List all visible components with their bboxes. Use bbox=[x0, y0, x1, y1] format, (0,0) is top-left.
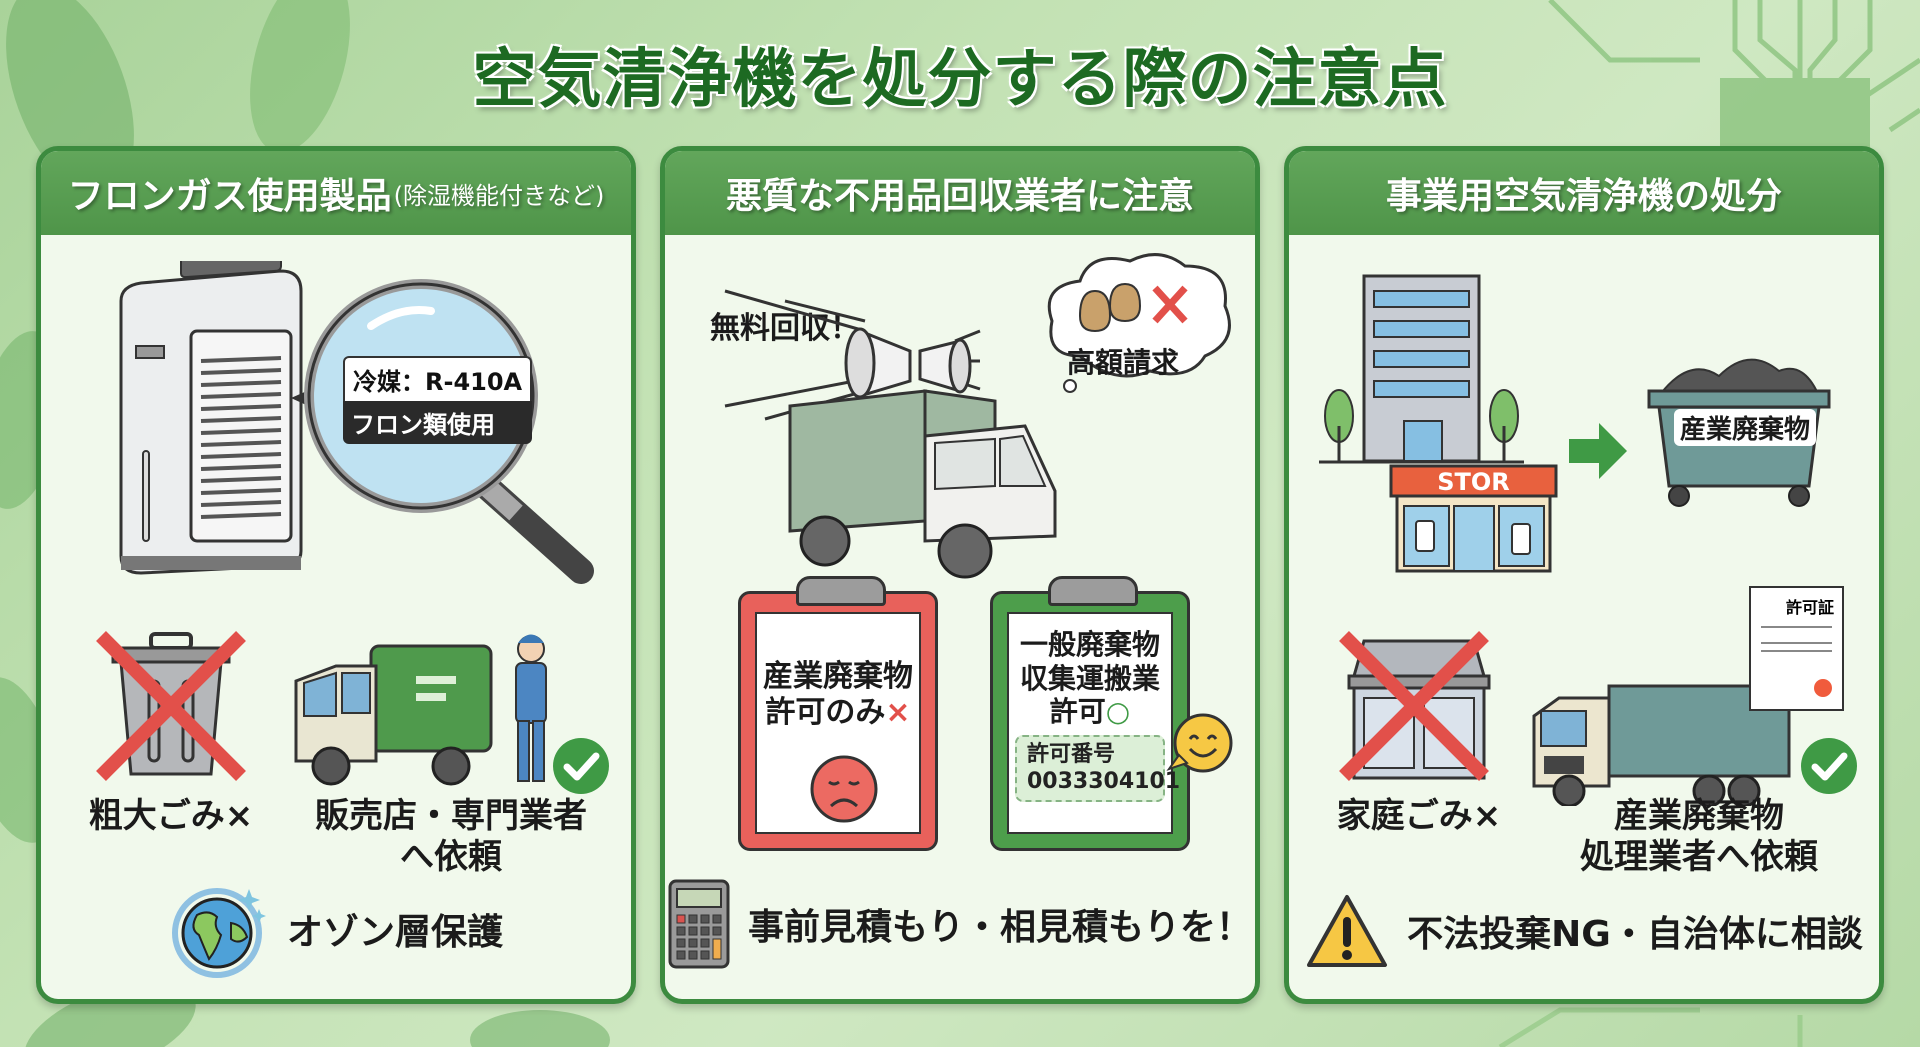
oversized-garbage-ng-label: 粗大ごみ× bbox=[88, 796, 254, 836]
clipboard-clip-icon bbox=[796, 576, 886, 606]
earth-globe-icon bbox=[171, 888, 266, 978]
collection-truck-megaphone-icon bbox=[724, 289, 1057, 579]
permit-number-value: 0033304101 bbox=[1027, 769, 1181, 795]
panel-header: 事業用空気清浄機の処分 bbox=[1289, 151, 1879, 235]
panel-header: フロンガス使用製品 (除湿機能付きなど) bbox=[41, 151, 631, 235]
permit-certificate-title: 許可証 bbox=[1785, 598, 1834, 617]
clipboard-clip-icon bbox=[1048, 576, 1138, 606]
store-sign-text: STOR bbox=[1437, 468, 1510, 496]
industrial-waste-label: 産業廃棄物 bbox=[1674, 409, 1817, 446]
free-collection-shout: 無料回収！ bbox=[710, 311, 860, 346]
industrial-dumpster-icon bbox=[1647, 358, 1831, 507]
permit-certificate-icon: 許可証 bbox=[1749, 586, 1844, 711]
smile-face-icon bbox=[1166, 713, 1233, 773]
clipboard-ok-line2: 収集運搬業 bbox=[1019, 661, 1160, 695]
clipboard-ok: 一般廃棄物 収集運搬業 許可○ 許可番号 0033304101 bbox=[990, 576, 1190, 851]
crossed-garbage-station-icon bbox=[1339, 631, 1491, 781]
clipboard-ok-line3: 許可○ bbox=[1049, 695, 1131, 729]
thought-bubble-icon bbox=[1047, 253, 1231, 393]
warning-icon bbox=[1307, 895, 1388, 967]
ozone-protection-text: オゾン層保護 bbox=[286, 912, 503, 953]
industrial-waste-contractor-label: 産業廃棄物 処理業者へ依頼 bbox=[1539, 796, 1859, 878]
retailer-specialist-line2: へ依頼 bbox=[400, 836, 502, 877]
clipboard-ng: 産業廃棄物 許可のみ× bbox=[738, 576, 938, 851]
ok-check-icon bbox=[553, 738, 609, 794]
panel-freon-products: フロンガス使用製品 (除湿機能付きなど) 冷媒：R-410A フロン類使用 bbox=[36, 146, 636, 1004]
ozone-protection-row: オゾン層保護 bbox=[41, 879, 631, 979]
retailer-specialist-line1: 販売店・専門業者 bbox=[315, 796, 587, 836]
crossed-trash-can-icon bbox=[96, 631, 246, 781]
illegal-dumping-text: 不法投棄NG・自治体に相談 bbox=[1407, 914, 1863, 955]
permit-number-label: 許可番号 bbox=[1027, 741, 1116, 767]
industrial-waste-contractor-line2: 処理業者へ依頼 bbox=[1580, 836, 1818, 877]
panel-header-title: 悪質な不用品回収業者に注意 bbox=[725, 176, 1194, 217]
sad-face-icon bbox=[810, 755, 878, 823]
panel-header: 悪質な不用品回収業者に注意 bbox=[665, 151, 1255, 235]
household-garbage-ng-label: 家庭ごみ× bbox=[1336, 796, 1502, 836]
estimate-text: 事前見積もり・相見積もりを！ bbox=[747, 907, 1252, 948]
retailer-specialist-label: 販売店・専門業者 へ依頼 bbox=[291, 796, 611, 878]
permit-number-box: 許可番号 0033304101 bbox=[1015, 734, 1181, 802]
refrigerant-label: 冷媒：R-410A フロン類使用 bbox=[343, 356, 533, 444]
panel-header-title: フロンガス使用製品 bbox=[67, 176, 392, 217]
calculator-icon bbox=[668, 879, 730, 969]
illegal-dumping-row: 不法投棄NG・自治体に相談 bbox=[1289, 893, 1879, 969]
high-charge-text: 高額請求 bbox=[1067, 346, 1180, 379]
industrial-waste-contractor-line1: 産業廃棄物 bbox=[1614, 796, 1784, 836]
panel-header-title: 事業用空気清浄機の処分 bbox=[1385, 176, 1782, 217]
clipboard-ng-line1: 産業廃棄物 bbox=[763, 659, 913, 694]
office-store-buildings-icon bbox=[1319, 274, 1558, 573]
estimate-row: 事前見積もり・相見積もりを！ bbox=[665, 879, 1255, 969]
freon-usage-label: フロン類使用 bbox=[343, 401, 533, 444]
garbage-truck-worker-icon bbox=[294, 634, 547, 786]
air-purifier-icon bbox=[119, 261, 303, 575]
clipboard-ng-line2: 許可のみ× bbox=[765, 695, 911, 730]
panel-header-subtitle: (除湿機能付きなど) bbox=[393, 181, 605, 210]
clipboard-ok-line1: 一般廃棄物 bbox=[1019, 628, 1160, 661]
panel-rogue-collectors: 悪質な不用品回収業者に注意 無料回収！ 高額請求 産業廃棄物 許 bbox=[660, 146, 1260, 1004]
ok-check-icon bbox=[1801, 738, 1857, 794]
panel-business-disposal: 事業用空気清浄機の処分 STOR 産業廃棄物 bbox=[1284, 146, 1884, 1004]
refrigerant-type: 冷媒：R-410A bbox=[343, 356, 533, 401]
page-title: 空気清浄機を処分する際の注意点 bbox=[472, 43, 1448, 117]
circuit-decoration-bottom-icon bbox=[1498, 1007, 1803, 1047]
arrow-right-icon bbox=[1569, 423, 1627, 479]
